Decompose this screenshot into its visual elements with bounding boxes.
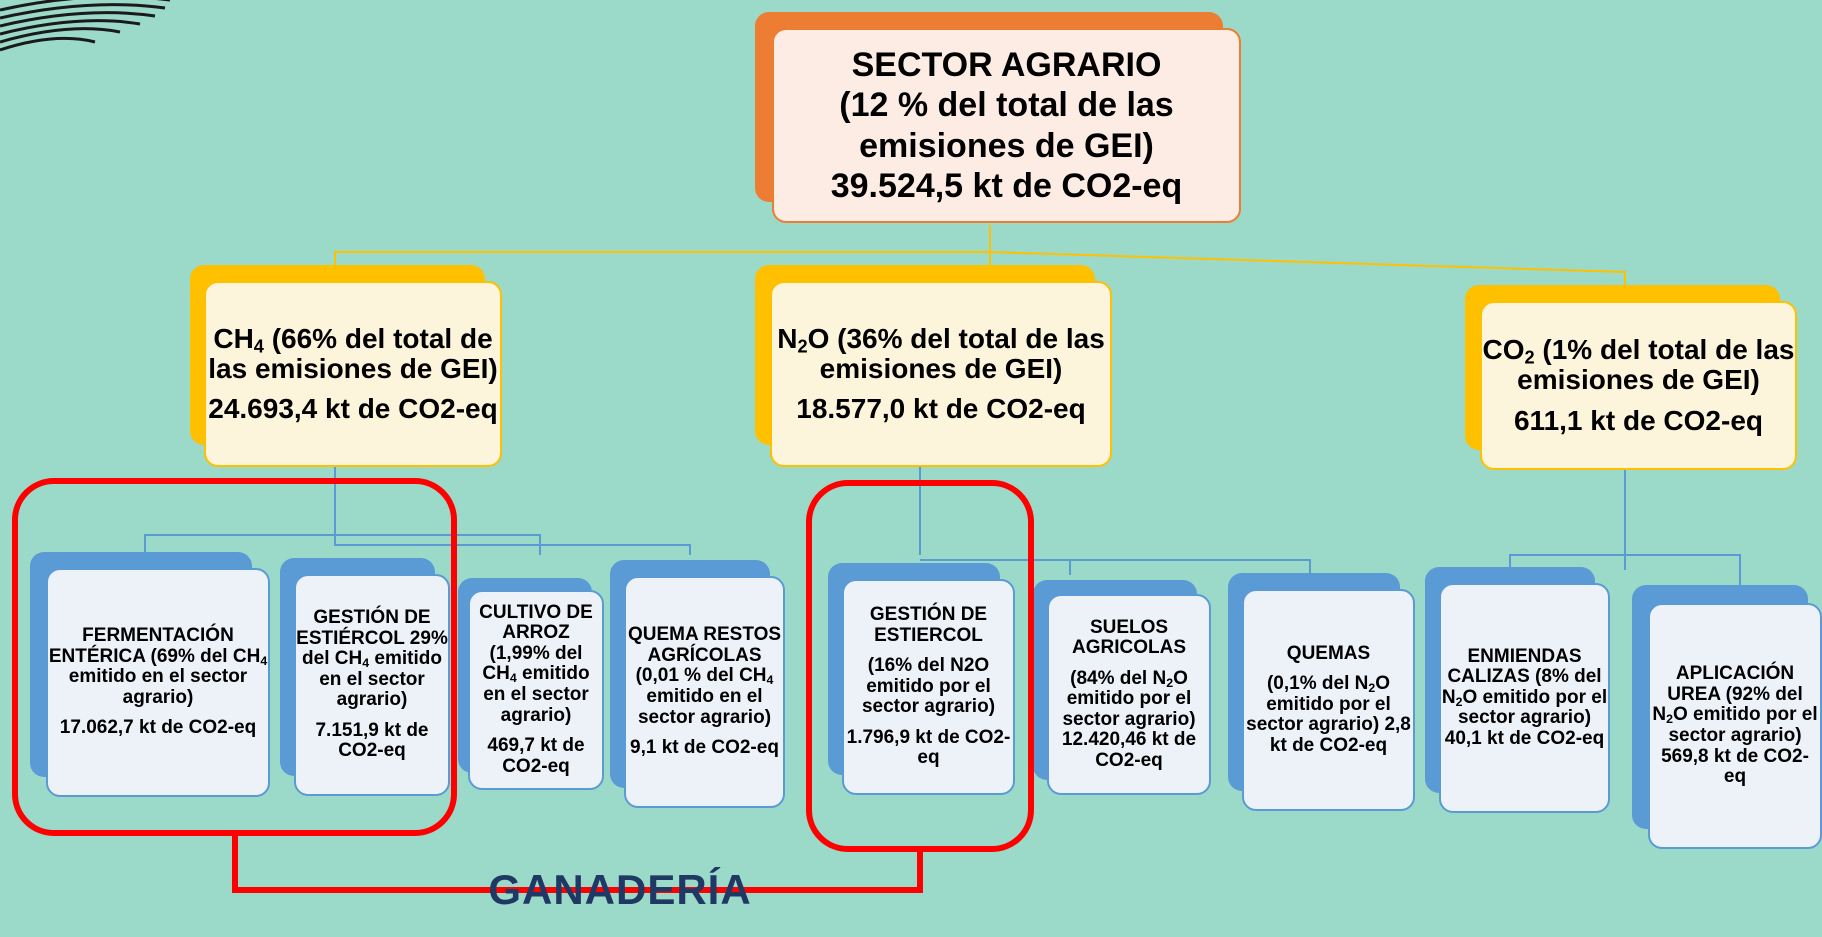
ch4-box: CH4 (66% del total de las emisiones de G…	[190, 265, 502, 467]
arroz-value: 469,7 kt de CO2-eq	[487, 735, 585, 777]
main-value: 39.524,5 kt de CO2-eq	[830, 166, 1183, 205]
corner-stripes-decoration	[0, 0, 170, 52]
suelos-agricolas-box: SUELOS AGRICOLAS (84% del N2O emitido po…	[1033, 580, 1211, 795]
gestion-estiercol-ch4-box: GESTIÓN DE ESTIÉRCOL 29% del CH4 emitido…	[280, 558, 450, 796]
quemas-box: QUEMAS (0,1% del N2O emitido por el sect…	[1228, 573, 1415, 811]
gestion-ch4-description: GESTIÓN DE ESTIÉRCOL 29% del CH4 emitido…	[296, 607, 448, 711]
suelos-description: (84% del N2O emitido por el sector agrar…	[1062, 667, 1196, 730]
ch4-description: CH4 (66% del total de las emisiones de G…	[208, 322, 498, 384]
urea-description: APLICACIÓN UREA (92% del N2O emitido por…	[1652, 663, 1818, 788]
enmiendas-description: ENMIENDAS CALIZAS (8% del N2O emitido po…	[1441, 645, 1608, 749]
arroz-description: CULTIVO DE ARROZ (1,99% del CH4 emitido …	[479, 601, 593, 726]
aplicacion-urea-box: APLICACIÓN UREA (92% del N2O emitido por…	[1632, 585, 1822, 849]
quema-restos-value: 9,1 kt de CO2-eq	[630, 737, 779, 759]
gestion-estiercol-n2o-box: GESTIÓN DE ESTIERCOL (16% del N2O emitid…	[828, 563, 1015, 795]
quema-restos-description: QUEMA RESTOS AGRÍCOLAS (0,01 % del CH4 e…	[627, 624, 782, 728]
ganaderia-highlight-n2o	[806, 480, 1034, 852]
co2-description: CO2 (1% del total de las emisiones de GE…	[1482, 334, 1795, 396]
n2o-description: N2O (36% del total de las emisiones de G…	[777, 322, 1105, 384]
suelos-title: SUELOS AGRICOLAS	[1072, 616, 1186, 659]
main-subtitle-1: (12 % del total de las	[839, 86, 1174, 125]
quemas-title: QUEMAS	[1286, 642, 1371, 664]
ganaderia-label: GANADERÍA	[488, 866, 752, 913]
enmiendas-calizas-box: ENMIENDAS CALIZAS (8% del N2O emitido po…	[1425, 567, 1610, 813]
cultivo-arroz-box: CULTIVO DE ARROZ (1,99% del CH4 emitido …	[458, 578, 604, 790]
suelos-value: 12.420,46 kt de CO2-eq	[1061, 729, 1197, 771]
n2o-box: N2O (36% del total de las emisiones de G…	[755, 265, 1112, 467]
gestion-ch4-value: 7.151,9 kt de CO2-eq	[315, 719, 429, 762]
ganaderia-highlight-ch4	[12, 478, 457, 836]
quemas-description: (0,1% del N2O emitido por el sector agra…	[1246, 673, 1411, 756]
co2-value: 611,1 kt de CO2-eq	[1513, 404, 1763, 436]
gestion-n2o-title: GESTIÓN DE ESTIERCOL	[869, 604, 988, 646]
n2o-value: 18.577,0 kt de CO2-eq	[796, 393, 1086, 425]
ch4-value: 24.693,4 kt de CO2-eq	[208, 393, 498, 425]
gestion-n2o-description: (16% del N2O emitido por el sector agrar…	[861, 655, 996, 718]
main-title: SECTOR AGRARIO	[851, 46, 1162, 85]
main-subtitle-2: emisiones de GEI)	[859, 126, 1154, 165]
quema-restos-box: QUEMA RESTOS AGRÍCOLAS (0,01 % del CH4 e…	[610, 560, 785, 808]
fermentacion-description: FERMENTACIÓN ENTÉRICA (69% del CH4 emiti…	[48, 625, 268, 708]
fermentacion-enterica-box: FERMENTACIÓN ENTÉRICA (69% del CH4 emiti…	[30, 552, 270, 797]
co2-box: CO2 (1% del total de las emisiones de GE…	[1465, 285, 1797, 470]
fermentacion-value: 17.062,7 kt de CO2-eq	[59, 717, 257, 739]
sector-agrario-box: SECTOR AGRARIO (12 % del total de las em…	[755, 12, 1241, 224]
gestion-n2o-value: 1.796,9 kt de CO2-eq	[846, 726, 1011, 769]
